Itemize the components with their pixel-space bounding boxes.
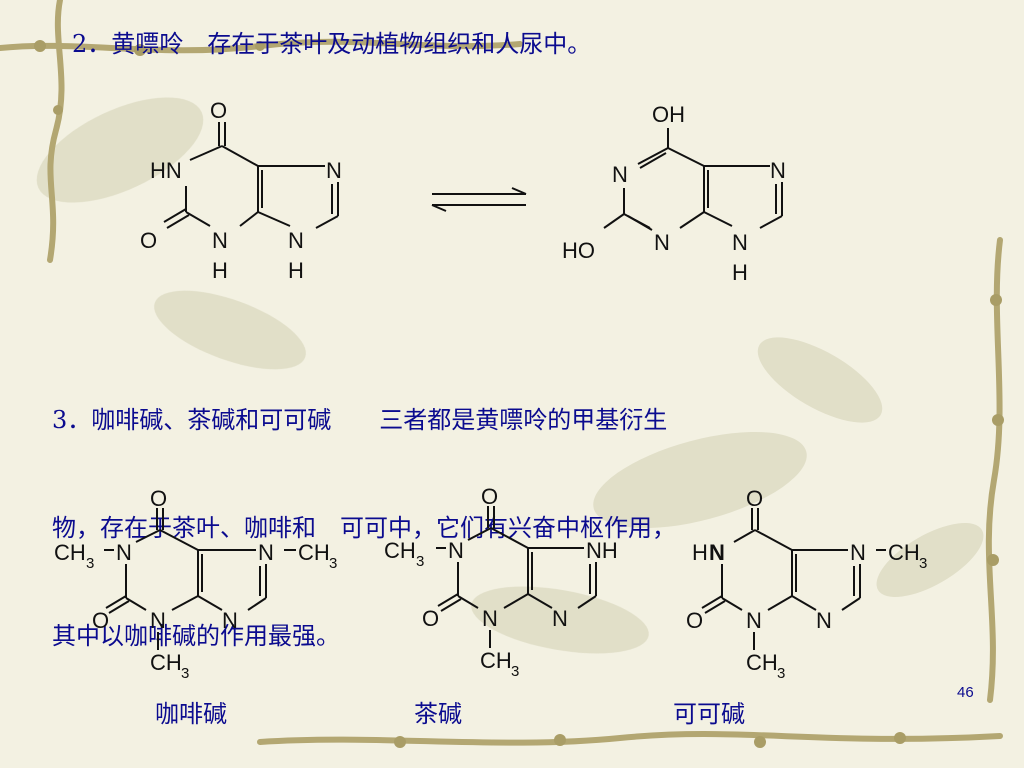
atom-label: CH: [888, 540, 920, 565]
theobromine-structure: [701, 508, 886, 650]
atom-label: N: [732, 230, 748, 255]
atom-label: O: [210, 98, 227, 123]
atom-label: N: [448, 538, 464, 563]
theophylline-atoms: O CH 3 N O N CH 3 NH N: [384, 484, 618, 680]
atom-subscript: 3: [919, 555, 927, 572]
atom-subscript: 3: [416, 553, 424, 570]
atom-label: N: [482, 606, 498, 631]
atom-label: CH: [150, 650, 182, 675]
atom-label: N: [654, 230, 670, 255]
atom-label: N: [816, 608, 832, 633]
atom-label: N: [116, 540, 132, 565]
caption-theobromine: 可可碱: [673, 700, 745, 728]
atom-label: N: [709, 540, 725, 565]
atom-label: N: [552, 606, 568, 631]
atom-label: N: [326, 158, 342, 183]
atom-subscript: 3: [329, 555, 337, 572]
atom-subscript: 3: [777, 665, 785, 682]
xanthine-keto-structure: [163, 122, 339, 229]
atom-label: H: [288, 258, 304, 283]
atom-label: CH: [480, 648, 512, 673]
atom-label: O: [686, 608, 703, 633]
caption-theophylline: 茶碱: [414, 700, 462, 728]
atom-label: N: [288, 228, 304, 253]
atom-label: CH: [54, 540, 86, 565]
xanthine-enol-structure: [603, 128, 783, 231]
atom-label: H: [732, 260, 748, 285]
page-number: 46: [957, 684, 974, 701]
theobromine-atoms: O H N O N CH 3 N CH 3 N: [686, 486, 927, 682]
atom-label: HN: [150, 158, 182, 183]
atom-label: H: [692, 540, 708, 565]
atom-subscript: 3: [86, 555, 94, 572]
atom-label: O: [422, 606, 439, 631]
xanthine-enol-atoms: OH N N HO N N H: [562, 102, 786, 285]
atom-label: N: [770, 158, 786, 183]
atom-label: O: [481, 484, 498, 509]
paragraph-line: 3．咖啡碱、茶碱和可可碱 三者都是黄嘌呤的甲基衍生: [52, 406, 668, 434]
atom-label: CH: [384, 538, 416, 563]
atom-label: N: [212, 228, 228, 253]
atom-label: N: [612, 162, 628, 187]
vine-knots: [34, 40, 1004, 748]
atom-label: N: [850, 540, 866, 565]
atom-subscript: 3: [511, 663, 519, 680]
atom-label: O: [92, 608, 109, 633]
atom-label: O: [140, 228, 157, 253]
leaf-decoration: [36, 97, 984, 654]
vine-border: [0, 0, 1003, 746]
atom-label: NH: [586, 538, 618, 563]
xanthine-heading: 2．黄嘌呤 存在于茶叶及动植物组织和人尿中。: [72, 30, 592, 58]
atom-subscript: 3: [181, 665, 189, 682]
atom-label: N: [746, 608, 762, 633]
atom-label: CH: [298, 540, 330, 565]
atom-label: H: [212, 258, 228, 283]
paragraph-line: 其中以咖啡碱的作用最强。: [52, 622, 340, 650]
caption-caffeine: 咖啡碱: [155, 700, 227, 728]
atom-label: N: [150, 608, 166, 633]
atom-label: N: [222, 608, 238, 633]
xanthine-keto-atoms: O HN O N H N N H: [140, 98, 342, 283]
atom-label: O: [150, 486, 167, 511]
atom-label: N: [258, 540, 274, 565]
caffeine-structure: [104, 508, 296, 650]
equilibrium-arrow-icon: [431, 187, 527, 212]
atom-label: HO: [562, 238, 595, 263]
atom-label: OH: [652, 102, 685, 127]
theophylline-structure: [436, 506, 597, 648]
atom-label: CH: [746, 650, 778, 675]
atom-label: O: [746, 486, 763, 511]
caffeine-atoms: O CH 3 N O N CH 3 N CH 3 N: [54, 486, 337, 682]
